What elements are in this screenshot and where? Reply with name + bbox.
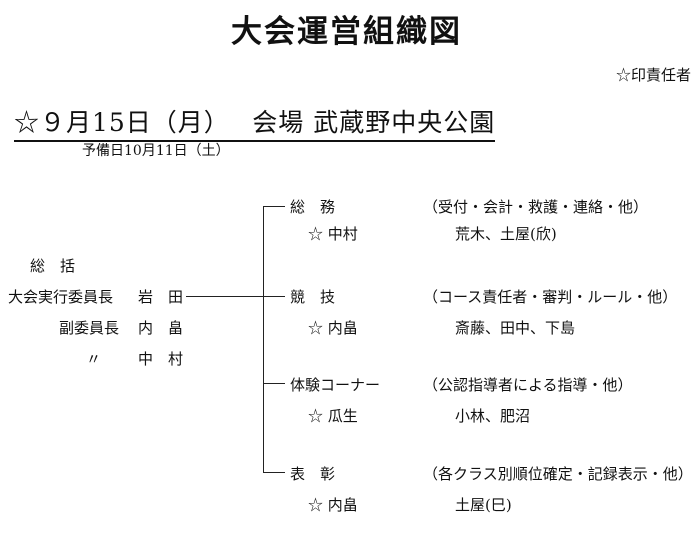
rain-date: 予備日10月11日（土） xyxy=(82,143,230,159)
division-members: 小林、肥沼 xyxy=(455,407,531,425)
division-duties: （公認指導者による指導・他） xyxy=(423,376,633,394)
division-leader: ☆ 瓜生 xyxy=(308,407,358,425)
branch-line xyxy=(263,296,285,298)
division-name: 競 技 xyxy=(290,288,336,306)
connector-vertical xyxy=(263,206,265,473)
division-name: 表 彰 xyxy=(290,465,336,483)
division-leader: ☆ 内畠 xyxy=(308,319,358,337)
vice-chair-name: 内 畠 xyxy=(138,319,184,337)
division-members: 荒木、土屋(欣) xyxy=(455,225,557,243)
division-name: 体験コーナー xyxy=(290,376,381,394)
division-duties: （コース責任者・審判・ルール・他） xyxy=(423,288,678,306)
division-name: 総 務 xyxy=(290,198,336,216)
connector-horizontal xyxy=(186,296,264,298)
chair-name: 岩 田 xyxy=(138,288,184,306)
event-date-venue: ☆９月15日（月） 会場 武蔵野中央公園 xyxy=(14,103,496,142)
chair-role: 大会実行委員長 xyxy=(8,288,114,306)
page-title: 大会運営組織図 xyxy=(231,14,462,50)
responsibility-note: ☆印責任者 xyxy=(616,66,692,84)
division-leader: ☆ 内畠 xyxy=(308,496,358,514)
division-members: 土屋(巳) xyxy=(455,496,512,514)
vice-chair-2-name: 中 村 xyxy=(138,350,184,368)
ditto-mark: 〃 xyxy=(86,350,102,368)
division-duties: （受付・会計・救護・連絡・他） xyxy=(423,198,649,216)
vice-chair-role: 副委員長 xyxy=(59,319,120,337)
division-leader: ☆ 中村 xyxy=(308,225,358,243)
branch-line xyxy=(263,472,285,474)
division-duties: （各クラス別順位確定・記録表示・他） xyxy=(423,465,693,483)
division-members: 斎藤、田中、下島 xyxy=(455,319,576,337)
leadership-heading: 総 括 xyxy=(30,257,76,275)
branch-line xyxy=(263,383,285,385)
branch-line xyxy=(263,206,285,208)
